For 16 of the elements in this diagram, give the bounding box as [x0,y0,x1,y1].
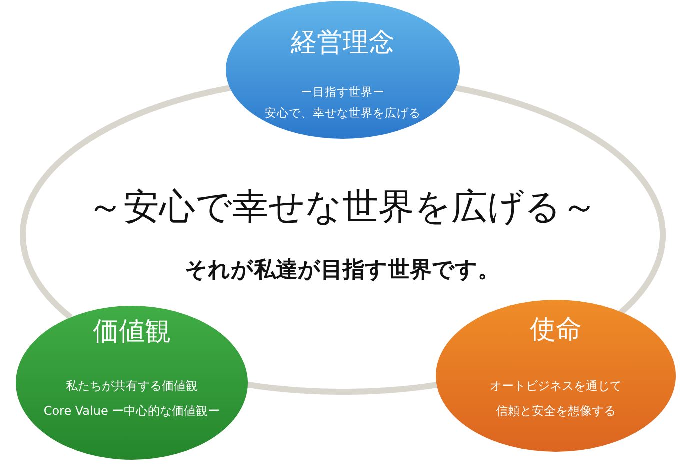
ring-arc [20,84,233,320]
subtitle-text: ー目指す世界ー [301,85,385,100]
slogan-text: ～安心で幸せな世界を広げる～ [88,186,598,230]
ring-arc [453,84,666,316]
description-text: 私たちが共有する価値観 [66,378,198,395]
description-text: 安心で、幸せな世界を広げる [265,106,421,121]
description-text: オートビジネスを通じて信頼と安全を想像する [488,378,623,420]
ellipse-badge [226,1,460,139]
description-text: Core Value ー中心的な価値観ー [44,403,220,420]
ring-arc [245,382,440,395]
heading-text: 経営理念 [291,27,395,60]
ellipse-badge [16,306,248,460]
heading-text: 使命 [530,314,582,347]
statement-text: それが私達が目指す世界です。 [185,256,500,285]
heading-text: 価値観 [93,316,171,349]
ellipse-badge [436,300,676,452]
